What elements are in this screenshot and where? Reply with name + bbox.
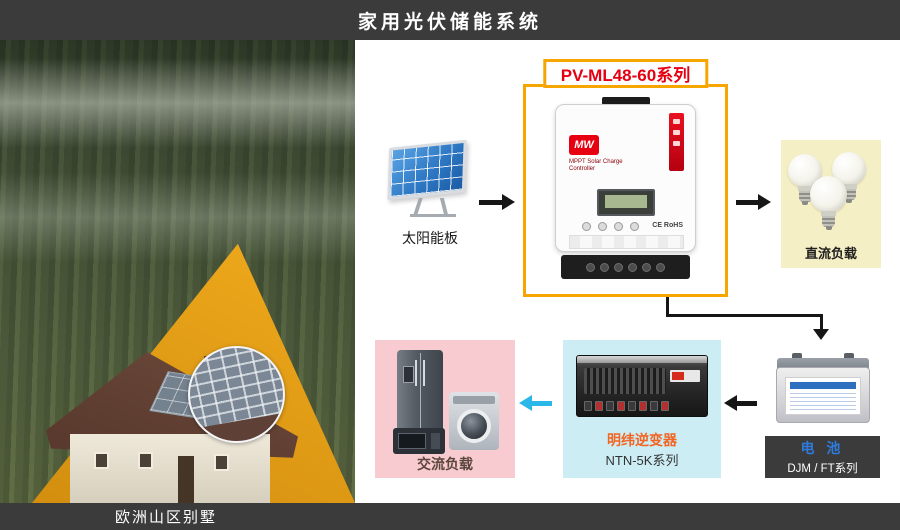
villa-photo	[0, 40, 355, 503]
mounting-bracket	[601, 97, 650, 105]
page-title: 家用光伏储能系统	[357, 11, 542, 33]
solar-panel-leg	[439, 198, 449, 215]
control-buttons	[582, 222, 639, 231]
fridge-icon	[397, 350, 443, 438]
connector-line	[820, 314, 823, 331]
house-window	[138, 452, 153, 469]
dc-load-label: 直流负载	[804, 246, 857, 261]
inverter-vents	[584, 368, 666, 394]
controller-highlight-box: PV-ML48-60系列 MW MPPT Solar Charge Contro…	[523, 59, 728, 297]
connector-line	[666, 297, 669, 317]
house-window	[214, 454, 229, 471]
house-door	[178, 456, 194, 503]
inverter-series: NTN-5K系列	[605, 453, 679, 468]
controller-product-text: MPPT Solar Charge Controller	[569, 159, 623, 172]
battery-icon	[765, 340, 880, 436]
solar-panel-leg	[413, 198, 423, 215]
battery-name: 电 池	[800, 440, 845, 456]
inverter-icon	[576, 355, 708, 417]
fridge-dispenser	[403, 366, 414, 383]
arrow-down-icon	[813, 329, 829, 340]
fog-overlay	[0, 58, 355, 148]
battery-label-strip: 电 池 DJM / FT系列	[765, 436, 880, 478]
battery-sticker	[784, 377, 861, 415]
washing-machine-icon	[449, 392, 499, 450]
fog-overlay	[0, 172, 355, 262]
arrow-right-icon	[479, 194, 515, 210]
controller-body: MW MPPT Solar Charge Controller CE RoHS	[555, 104, 696, 252]
arrow-right-icon	[736, 194, 771, 210]
dc-load-box: 直流负载	[781, 140, 881, 268]
solar-panel-label: 太阳能板	[402, 230, 458, 246]
footer-caption: 欧洲山区别墅	[115, 509, 218, 526]
solar-panel-icon	[386, 139, 476, 226]
footer-bar: 欧洲山区别墅	[0, 503, 900, 530]
inverter-terminals	[584, 401, 669, 411]
spec-label	[569, 235, 684, 249]
inverter-badge	[670, 370, 700, 382]
battery-terminal	[791, 353, 802, 360]
inverter-name: 明纬逆变器	[607, 432, 677, 448]
magnifier-circle-icon	[188, 346, 285, 443]
charge-controller-device: MW MPPT Solar Charge Controller CE RoHS	[555, 97, 696, 283]
light-bulb-icon	[810, 176, 847, 230]
mw-logo: MW	[569, 135, 599, 155]
connector-line	[666, 314, 823, 317]
solar-panel-base	[410, 214, 456, 217]
battery-box: 电 池 DJM / FT系列	[765, 340, 880, 478]
washer-door	[457, 409, 491, 443]
ac-load-box: 交流负载	[375, 340, 515, 478]
lcd-screen	[596, 189, 655, 216]
terminal-block	[561, 255, 690, 279]
battery-terminal	[843, 353, 854, 360]
arrow-left-cyan-icon	[519, 395, 552, 411]
microwave-icon	[393, 428, 445, 454]
battery-series: DJM / FT系列	[787, 463, 858, 475]
controller-series-title: PV-ML48-60系列	[542, 59, 709, 88]
arrow-left-icon	[724, 395, 757, 411]
led-indicator-strip	[669, 113, 684, 171]
inverter-box: 明纬逆变器 NTN-5K系列	[563, 340, 721, 478]
solar-panel-face	[387, 139, 467, 201]
cert-marks: CE RoHS	[652, 222, 683, 229]
house-window	[94, 452, 109, 469]
ac-load-label: 交流负载	[417, 456, 473, 472]
header-bar: 家用光伏储能系统	[0, 0, 900, 40]
